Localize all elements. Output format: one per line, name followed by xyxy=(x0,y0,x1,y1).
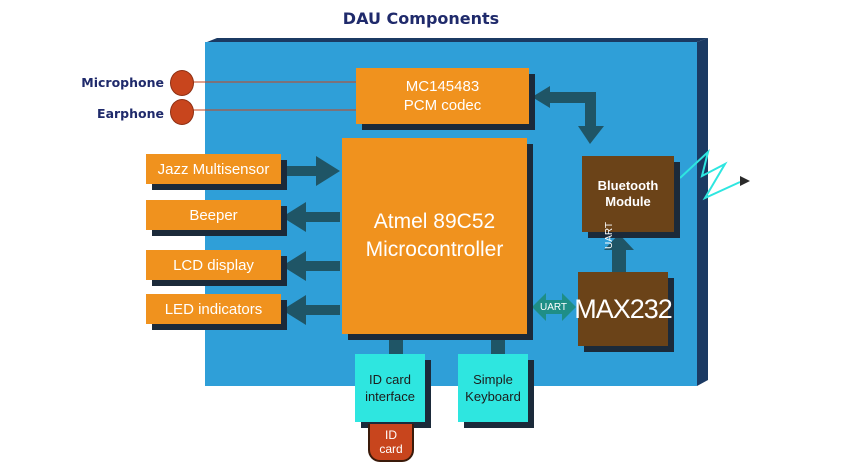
keyboard-connector xyxy=(491,334,505,354)
id-card: ID card xyxy=(368,424,414,462)
id-interface-line2: interface xyxy=(365,389,415,404)
jazz-arrow xyxy=(282,156,340,186)
led-arrow xyxy=(282,295,340,325)
mcu-line2: Microcontroller xyxy=(365,238,504,261)
earphone-label: Earphone xyxy=(97,106,164,121)
codec-block: MC145483 PCM codec xyxy=(356,68,529,124)
beeper-block: Beeper xyxy=(146,200,281,230)
bluetooth-line2: Module xyxy=(605,194,651,209)
microphone-icon xyxy=(170,70,194,96)
board-right-edge xyxy=(697,38,708,386)
id-interface-line1: ID card xyxy=(369,372,411,387)
board-top-edge xyxy=(207,38,708,42)
codec-line2: PCM codec xyxy=(403,97,482,114)
beeper-arrow xyxy=(282,202,340,232)
max232-block: MAX232 xyxy=(574,272,673,346)
led-indicators-block: LED indicators xyxy=(146,294,281,324)
id-card-line2: card xyxy=(379,442,403,456)
codec-line1: MC145483 xyxy=(405,78,480,95)
lcd-display-block: LCD display xyxy=(146,250,281,280)
microphone-label: Microphone xyxy=(81,75,164,90)
keyboard-block: Simple Keyboard xyxy=(458,354,528,422)
id-interface-connector xyxy=(389,334,403,354)
uart-vertical-arrow xyxy=(604,234,634,272)
uart-vertical-label: UART xyxy=(604,221,615,249)
earphone-icon xyxy=(170,99,194,125)
microcontroller-block: Atmel 89C52 Microcontroller xyxy=(342,138,527,334)
mcu-line1: Atmel 89C52 xyxy=(373,210,496,233)
uart-horizontal-label: UART xyxy=(540,302,568,313)
uart-horizontal-arrow xyxy=(532,293,576,321)
id-card-interface-block: ID card interface xyxy=(355,354,425,422)
bluetooth-line1: Bluetooth xyxy=(597,178,659,193)
bluetooth-module-block: Bluetooth Module xyxy=(582,156,674,232)
lcd-arrow xyxy=(282,251,340,281)
keyboard-line1: Simple xyxy=(473,372,513,387)
jazz-multisensor-block: Jazz Multisensor xyxy=(146,154,281,184)
lightning-icon xyxy=(679,148,750,201)
codec-bluetooth-arrow xyxy=(532,86,604,144)
diagram-title: DAU Components xyxy=(342,9,500,28)
keyboard-line2: Keyboard xyxy=(465,389,521,404)
id-card-line1: ID xyxy=(385,428,397,442)
